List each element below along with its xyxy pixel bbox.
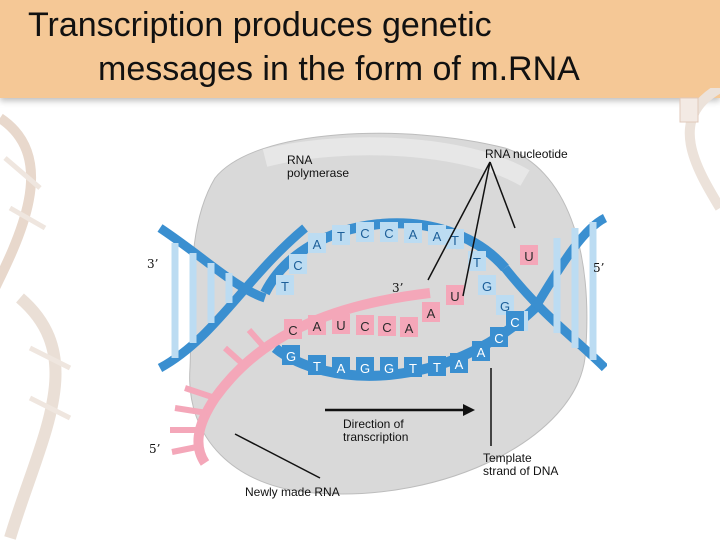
template-base-tile (308, 355, 326, 375)
top-strand-base-letter: C (360, 226, 369, 241)
rna-base-letter: A (405, 321, 414, 336)
top-strand-base-tile (446, 229, 464, 249)
top-strand-base-letter: A (409, 227, 418, 242)
template-base-tile (472, 341, 490, 361)
top-strand-base-tile (289, 254, 307, 274)
rna-base-letter: A (313, 319, 322, 334)
rna-base-tile (400, 317, 418, 337)
top-strand-base-tile (404, 223, 422, 243)
direction-of-transcription-label: Direction of transcription (343, 417, 409, 444)
top-strand-base-letter: G (500, 299, 510, 314)
template-base-tile (506, 311, 524, 331)
dna-top-open-strand (260, 218, 509, 296)
incoming-nucleotide-tile (520, 245, 538, 265)
rna-polymerase-shape (189, 132, 588, 495)
incoming-nucleotides: UUA (422, 245, 538, 322)
top-strand-base-tile (496, 295, 514, 315)
rna-base-tile (308, 315, 326, 335)
template-base-letter: A (477, 345, 486, 360)
slide-title-line-1: Transcription produces genetic (28, 6, 492, 44)
rna-base-tile (284, 319, 302, 339)
rna-base-letter: U (336, 318, 345, 333)
template-base-letter: G (286, 349, 296, 364)
three-prime-rna-end: 3’ (392, 281, 404, 295)
template-base-letter: C (494, 331, 503, 346)
template-base-letter: C (510, 315, 519, 330)
template-base-letter: T (433, 360, 441, 375)
incoming-nucleotide-tile (446, 285, 464, 305)
dna-strand-lower-left (157, 224, 308, 372)
rna-base-tile (332, 314, 350, 334)
rna-strand (193, 288, 431, 466)
right-helix-rungs (553, 222, 597, 360)
template-base-letter: G (384, 361, 394, 376)
template-strand-label: Template strand of DNA (483, 451, 559, 478)
template-base-tile (404, 357, 422, 377)
background-helix-decoration-right (679, 88, 720, 211)
background-helix-decoration (0, 113, 72, 540)
top-strand-base-letter: T (451, 233, 459, 248)
top-strand-base-letter: C (384, 226, 393, 241)
title-banner (0, 0, 720, 98)
top-strand-base-tile (276, 275, 294, 295)
template-base-letter: G (360, 361, 370, 376)
template-base-letter: T (409, 361, 417, 376)
rna-base-letter: C (382, 320, 391, 335)
top-strand-base-tile (380, 222, 398, 242)
top-strand-base-letter: T (473, 255, 481, 270)
incoming-nucleotide-letter: U (524, 249, 533, 264)
incoming-nucleotide-letter: A (427, 306, 436, 321)
top-strand-base-tile (308, 233, 326, 253)
three-prime-left-top: 3’ (147, 257, 159, 271)
incoming-nucleotide-tile (422, 302, 440, 322)
top-strand-base-letter: C (293, 258, 302, 273)
rna-nucleotide-label: RNA nucleotide (485, 147, 568, 161)
rna-base-tile (378, 316, 396, 336)
template-base-tile (356, 357, 374, 377)
template-base-tile (450, 353, 468, 373)
newly-made-rna-label: Newly made RNA (245, 485, 340, 499)
rna-base-letter: C (360, 319, 369, 334)
rna-polymerase-label: RNA polymerase (287, 153, 350, 180)
top-strand-base-letter: G (482, 279, 492, 294)
top-strand-base-tile (332, 225, 350, 245)
template-base-tile (332, 357, 350, 377)
template-base-tile (282, 345, 300, 365)
direction-arrowhead (463, 404, 475, 416)
top-strand-base-tile (428, 225, 446, 245)
top-strand-base-tile (478, 275, 496, 295)
five-prime-left-bottom: 5’ (149, 442, 161, 456)
top-strand-base-letter: A (313, 237, 322, 252)
rna-base-tile (356, 315, 374, 335)
template-base-letter: A (455, 357, 464, 372)
template-base-tile (428, 356, 446, 376)
incoming-nucleotide-letter: U (450, 289, 459, 304)
top-strand-base-letter: T (281, 279, 289, 294)
top-strand-base-tile (356, 222, 374, 242)
template-base-tile (490, 327, 508, 347)
left-helix-rungs (171, 243, 233, 358)
slide-title-line-2: messages in the form of m.RNA (98, 50, 580, 88)
leader-lines (234, 161, 516, 479)
template-base-tile (380, 357, 398, 377)
template-base-letter: A (337, 361, 346, 376)
dna-strand-upper-left (157, 224, 267, 303)
rna-tail-bases (170, 328, 268, 455)
top-strand-base-letter: T (337, 229, 345, 244)
top-strand-base-tile (468, 251, 486, 271)
five-prime-right: 5’ (593, 261, 605, 275)
rna-base-letter: C (288, 323, 297, 338)
top-strand-base-letter: A (433, 229, 442, 244)
template-base-letter: T (313, 359, 321, 374)
